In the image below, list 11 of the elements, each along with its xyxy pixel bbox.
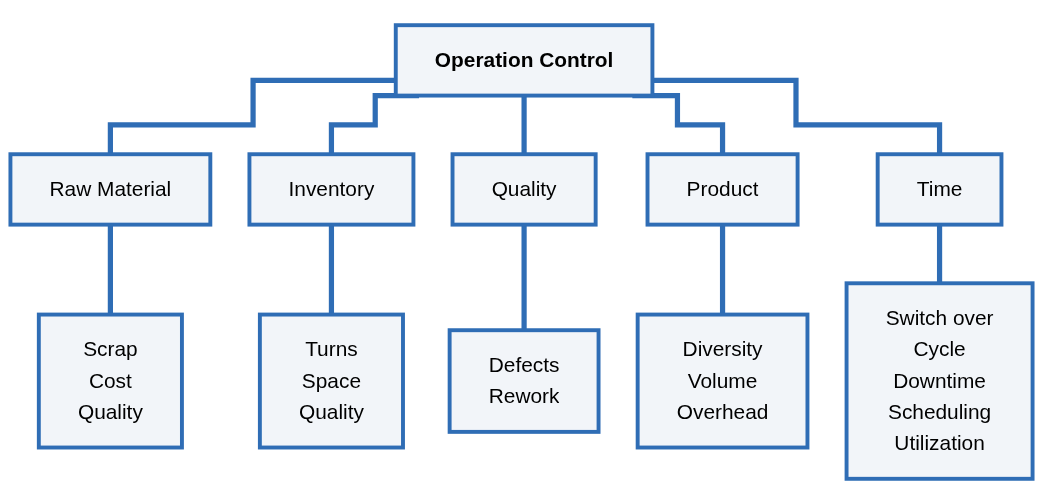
node-box: Time bbox=[875, 152, 1004, 227]
node-box: Diversity Volume Overhead bbox=[635, 312, 810, 450]
node-box: Turns Space Quality bbox=[257, 312, 405, 450]
node-box: Quality bbox=[450, 152, 598, 227]
node-box: Operation Control bbox=[393, 23, 655, 98]
node-box: Switch over Cycle Downtime Scheduling Utilization bbox=[844, 281, 1035, 481]
node-box: Raw Material bbox=[8, 152, 213, 227]
node-box: Inventory bbox=[247, 152, 416, 227]
node-box: Scrap Cost Quality bbox=[36, 312, 184, 450]
node-box: Product bbox=[645, 152, 800, 227]
node-box: Defects Rework bbox=[447, 328, 601, 434]
